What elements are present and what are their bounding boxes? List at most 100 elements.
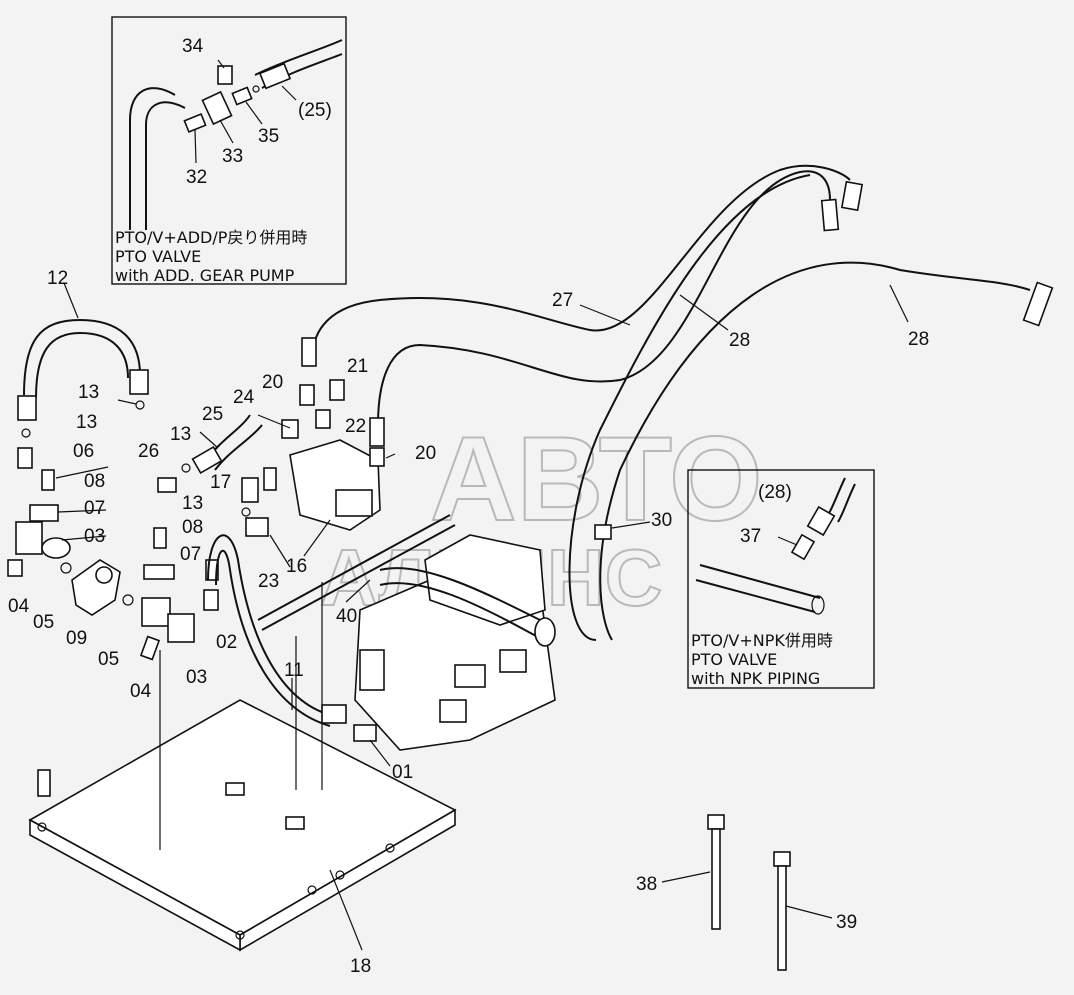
label-27: 27 xyxy=(552,290,573,311)
flange-03b-body xyxy=(167,613,195,643)
flange-03a-bore xyxy=(41,537,71,559)
label-39: 39 xyxy=(836,912,857,933)
pto-valve-assembly xyxy=(157,337,612,742)
label-40: 40 xyxy=(336,606,357,627)
hose-11-fitting xyxy=(321,704,347,724)
o-ring-13d xyxy=(241,507,251,517)
label-12: 12 xyxy=(47,268,68,289)
cable-tie-38-strap xyxy=(711,828,721,930)
fitting-22 xyxy=(315,409,331,429)
label-18: 18 xyxy=(350,956,371,977)
label-07b: 07 xyxy=(180,544,201,565)
fitting-02 xyxy=(203,589,219,611)
label-13b: 13 xyxy=(76,412,97,433)
label-35: 35 xyxy=(258,126,279,147)
hose-28b-end-fitting xyxy=(1022,281,1054,327)
label-30: 30 xyxy=(651,510,672,531)
o-ring-13c xyxy=(181,463,191,473)
plate-block-a xyxy=(225,782,245,796)
nipple-fitting-35 xyxy=(231,86,253,106)
inset-right-frame xyxy=(687,469,875,689)
label-28-ref: (28) xyxy=(758,482,792,503)
label-03a: 03 xyxy=(84,526,105,547)
leader-lines xyxy=(55,399,651,951)
inset-top: 34 (25) 35 33 32 PTO/V+ADD/P戻り併用時 PTO VA… xyxy=(111,16,347,285)
inset-top-caption-2: PTO VALVE xyxy=(115,247,201,266)
label-28a: 28 xyxy=(729,330,750,351)
hose-12-fitting-left xyxy=(17,395,37,421)
plate-bolt xyxy=(37,769,51,797)
inset-top-caption-1: PTO/V+ADD/P戻り併用時 xyxy=(115,228,307,247)
fitting-17 xyxy=(241,477,259,503)
cable-tie-39-strap xyxy=(777,865,787,971)
label-34: 34 xyxy=(182,36,204,57)
hoses-27-28 xyxy=(311,164,1054,641)
label-03b: 03 xyxy=(186,667,207,688)
clamp-07b xyxy=(143,564,175,580)
label-25-ref: (25) xyxy=(298,100,332,121)
label-11: 11 xyxy=(284,660,304,681)
control-valve xyxy=(354,534,556,751)
o-ring-13a xyxy=(135,400,145,410)
plug-fitting-34 xyxy=(217,65,233,85)
label-08b: 08 xyxy=(182,517,203,538)
inset-top-hose-fitting xyxy=(258,62,292,90)
left-fitting-stack xyxy=(7,400,195,661)
label-08a: 08 xyxy=(84,471,105,492)
label-02: 02 xyxy=(216,632,237,653)
inset-right-hose-fitting xyxy=(806,505,836,537)
inset-right-caption-2: PTO VALVE xyxy=(691,650,777,669)
label-06: 06 xyxy=(73,441,94,462)
label-32: 32 xyxy=(186,167,207,188)
tee-fitting-33 xyxy=(201,90,233,126)
cable-tie-38-head xyxy=(707,814,725,830)
bolt-08a xyxy=(41,469,55,491)
fitting-21 xyxy=(329,379,345,401)
flange-03a xyxy=(15,521,43,555)
plug-24 xyxy=(281,419,299,439)
label-33: 33 xyxy=(222,146,243,167)
fitting-26 xyxy=(157,477,177,493)
control-valve-top xyxy=(424,534,546,626)
flange-03b xyxy=(141,597,171,627)
inset-right-caption-3: with NPK PIPING xyxy=(691,669,820,688)
fitting-06 xyxy=(17,447,33,469)
label-20a: 20 xyxy=(262,372,283,393)
hose-28-end-fitting xyxy=(820,198,840,232)
hose-27 xyxy=(311,164,851,361)
control-valve-end-cap xyxy=(359,649,385,691)
bolt-17 xyxy=(263,467,277,491)
hose-28-valve-fitting xyxy=(369,417,385,447)
label-07a: 07 xyxy=(84,498,105,519)
hose-28-b xyxy=(599,261,1031,641)
hose-28-a xyxy=(377,170,831,426)
inset-top-hose xyxy=(254,39,343,76)
inset-top-frame xyxy=(111,16,347,285)
label-23: 23 xyxy=(258,571,279,592)
elbow-fitting-37 xyxy=(790,533,816,561)
nipple-fitting-32 xyxy=(183,113,207,133)
label-38: 38 xyxy=(636,874,657,895)
cable-tie-39-head xyxy=(773,851,791,867)
label-04b: 04 xyxy=(130,681,152,702)
base-plate-18 xyxy=(28,582,457,952)
o-ring-13b xyxy=(21,428,31,438)
label-16: 16 xyxy=(286,556,307,577)
label-37: 37 xyxy=(740,526,761,547)
label-04a: 04 xyxy=(8,596,30,617)
plate-block-b xyxy=(285,816,305,830)
label-05a: 05 xyxy=(33,612,54,633)
label-09: 09 xyxy=(66,628,87,649)
bolt-04a xyxy=(7,559,23,577)
bolt-08b xyxy=(153,527,167,549)
label-21: 21 xyxy=(347,356,368,377)
label-22: 22 xyxy=(345,416,366,437)
label-13a: 13 xyxy=(78,382,99,403)
label-25: 25 xyxy=(202,404,223,425)
o-ring-05a xyxy=(60,562,72,574)
label-01: 01 xyxy=(392,762,413,783)
elbow-23 xyxy=(245,517,269,537)
fitting-20b xyxy=(369,447,385,467)
elbow-01 xyxy=(353,724,377,742)
